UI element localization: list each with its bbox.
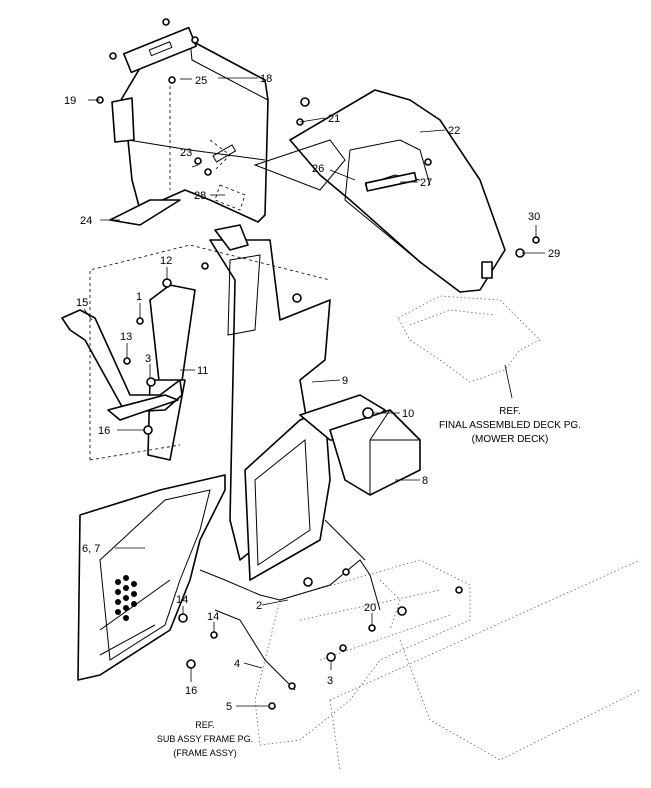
- frame-ref-line-3: (FRAME ASSY): [173, 748, 237, 758]
- right-side-panel: [244, 394, 421, 581]
- linkage-rods: [199, 519, 381, 691]
- side-shield: [253, 89, 506, 293]
- callout-22: 22: [448, 125, 460, 137]
- deck-ref-line-2: FINAL ASSEMBLED DECK PG.: [439, 420, 581, 431]
- callout-15: 15: [76, 297, 88, 309]
- frame-reference-note: REF. SUB ASSY FRAME PG. (FRAME ASSY): [157, 720, 253, 758]
- frame-ref-line-1: REF.: [195, 720, 215, 730]
- callout-4: 4: [234, 658, 240, 670]
- callout-27: 27: [420, 177, 432, 189]
- top-shield-panel: [109, 26, 269, 226]
- callout-11: 11: [197, 365, 208, 377]
- callout-6-7: 6, 7: [82, 543, 100, 555]
- callout-29: 29: [548, 248, 560, 260]
- callout-8: 8: [422, 475, 428, 487]
- deck-reference-note: REF. FINAL ASSEMBLED DECK PG. (MOWER DEC…: [439, 406, 581, 445]
- callout-21: 21: [328, 113, 340, 125]
- callout-13: 13: [120, 331, 132, 343]
- callout-10: 10: [402, 408, 414, 420]
- callout-18: 18: [260, 73, 272, 85]
- callout-16-lower: 16: [185, 685, 197, 697]
- frame-ref-line-2: SUB ASSY FRAME PG.: [157, 734, 253, 744]
- callout-19: 19: [64, 95, 76, 107]
- deck-ref-line-1: REF.: [499, 406, 521, 417]
- callout-5: 5: [226, 701, 232, 713]
- callout-16-upper: 16: [98, 425, 110, 437]
- callout-labels: 25 18 19 21 22 23 26 27 28 24 30 29 12 1…: [64, 73, 560, 713]
- callout-3-lower: 3: [327, 675, 333, 687]
- callout-20: 20: [364, 602, 376, 614]
- deck-ref-line-3: (MOWER DECK): [472, 434, 549, 445]
- callout-24: 24: [80, 215, 92, 227]
- callout-23: 23: [180, 147, 192, 159]
- callout-14-right: 14: [207, 611, 219, 623]
- callout-1: 1: [136, 291, 142, 303]
- vent-holes: [115, 575, 137, 621]
- center-support-strap: [147, 284, 196, 461]
- callout-26: 26: [312, 163, 324, 175]
- left-bracket-assembly: [61, 309, 183, 421]
- frame-assy-reference-outline: [254, 559, 641, 771]
- callout-3-upper: 3: [145, 353, 151, 365]
- callout-25: 25: [195, 75, 207, 87]
- callout-14-left: 14: [176, 594, 188, 606]
- leader-lines: [83, 77, 545, 707]
- callout-9: 9: [342, 375, 348, 387]
- callout-30: 30: [528, 211, 540, 223]
- mower-deck-reference-outline: [397, 295, 541, 383]
- tool-box: [329, 409, 421, 496]
- callout-28: 28: [194, 190, 206, 202]
- left-side-panel: [77, 474, 226, 681]
- callout-2: 2: [256, 600, 262, 612]
- callout-12: 12: [160, 255, 172, 267]
